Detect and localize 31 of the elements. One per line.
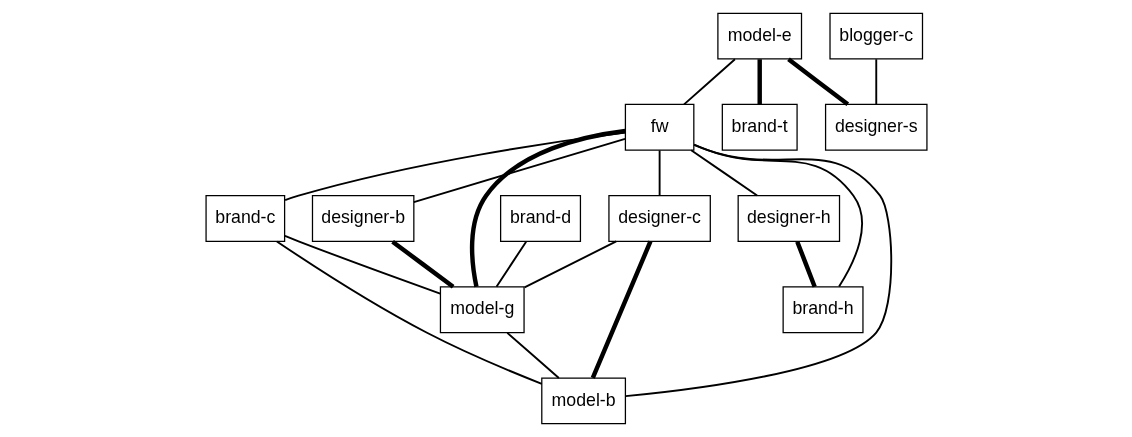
connector (412, 137, 626, 203)
connector (469, 128, 625, 288)
node-box: blogger-c (828, 12, 923, 60)
node-box: model-b (540, 377, 626, 425)
node-box: designer-c (607, 195, 711, 242)
node-box: model-e (716, 12, 802, 60)
connector (786, 57, 849, 107)
node-box: model-g (439, 286, 525, 334)
connector (624, 143, 892, 398)
connector (275, 240, 543, 385)
connector (590, 240, 652, 379)
connector (283, 234, 441, 295)
node-box: designer-s (824, 103, 928, 151)
node-box: brand-d (499, 195, 581, 242)
node-box: designer-h (737, 195, 840, 242)
connector (794, 240, 817, 288)
connector (757, 59, 762, 105)
connector (390, 239, 454, 289)
node-box: brand-t (721, 103, 798, 151)
connector (283, 131, 626, 202)
node-box: designer-b (311, 195, 414, 242)
connector (682, 58, 736, 106)
node-box: fw (624, 103, 694, 151)
connector (658, 149, 661, 197)
node-box: brand-h (782, 286, 864, 334)
connector (874, 58, 877, 106)
node-box: brand-c (204, 195, 285, 242)
connector (505, 331, 560, 379)
connector (689, 149, 758, 197)
connector (495, 240, 527, 288)
connector (523, 240, 617, 289)
